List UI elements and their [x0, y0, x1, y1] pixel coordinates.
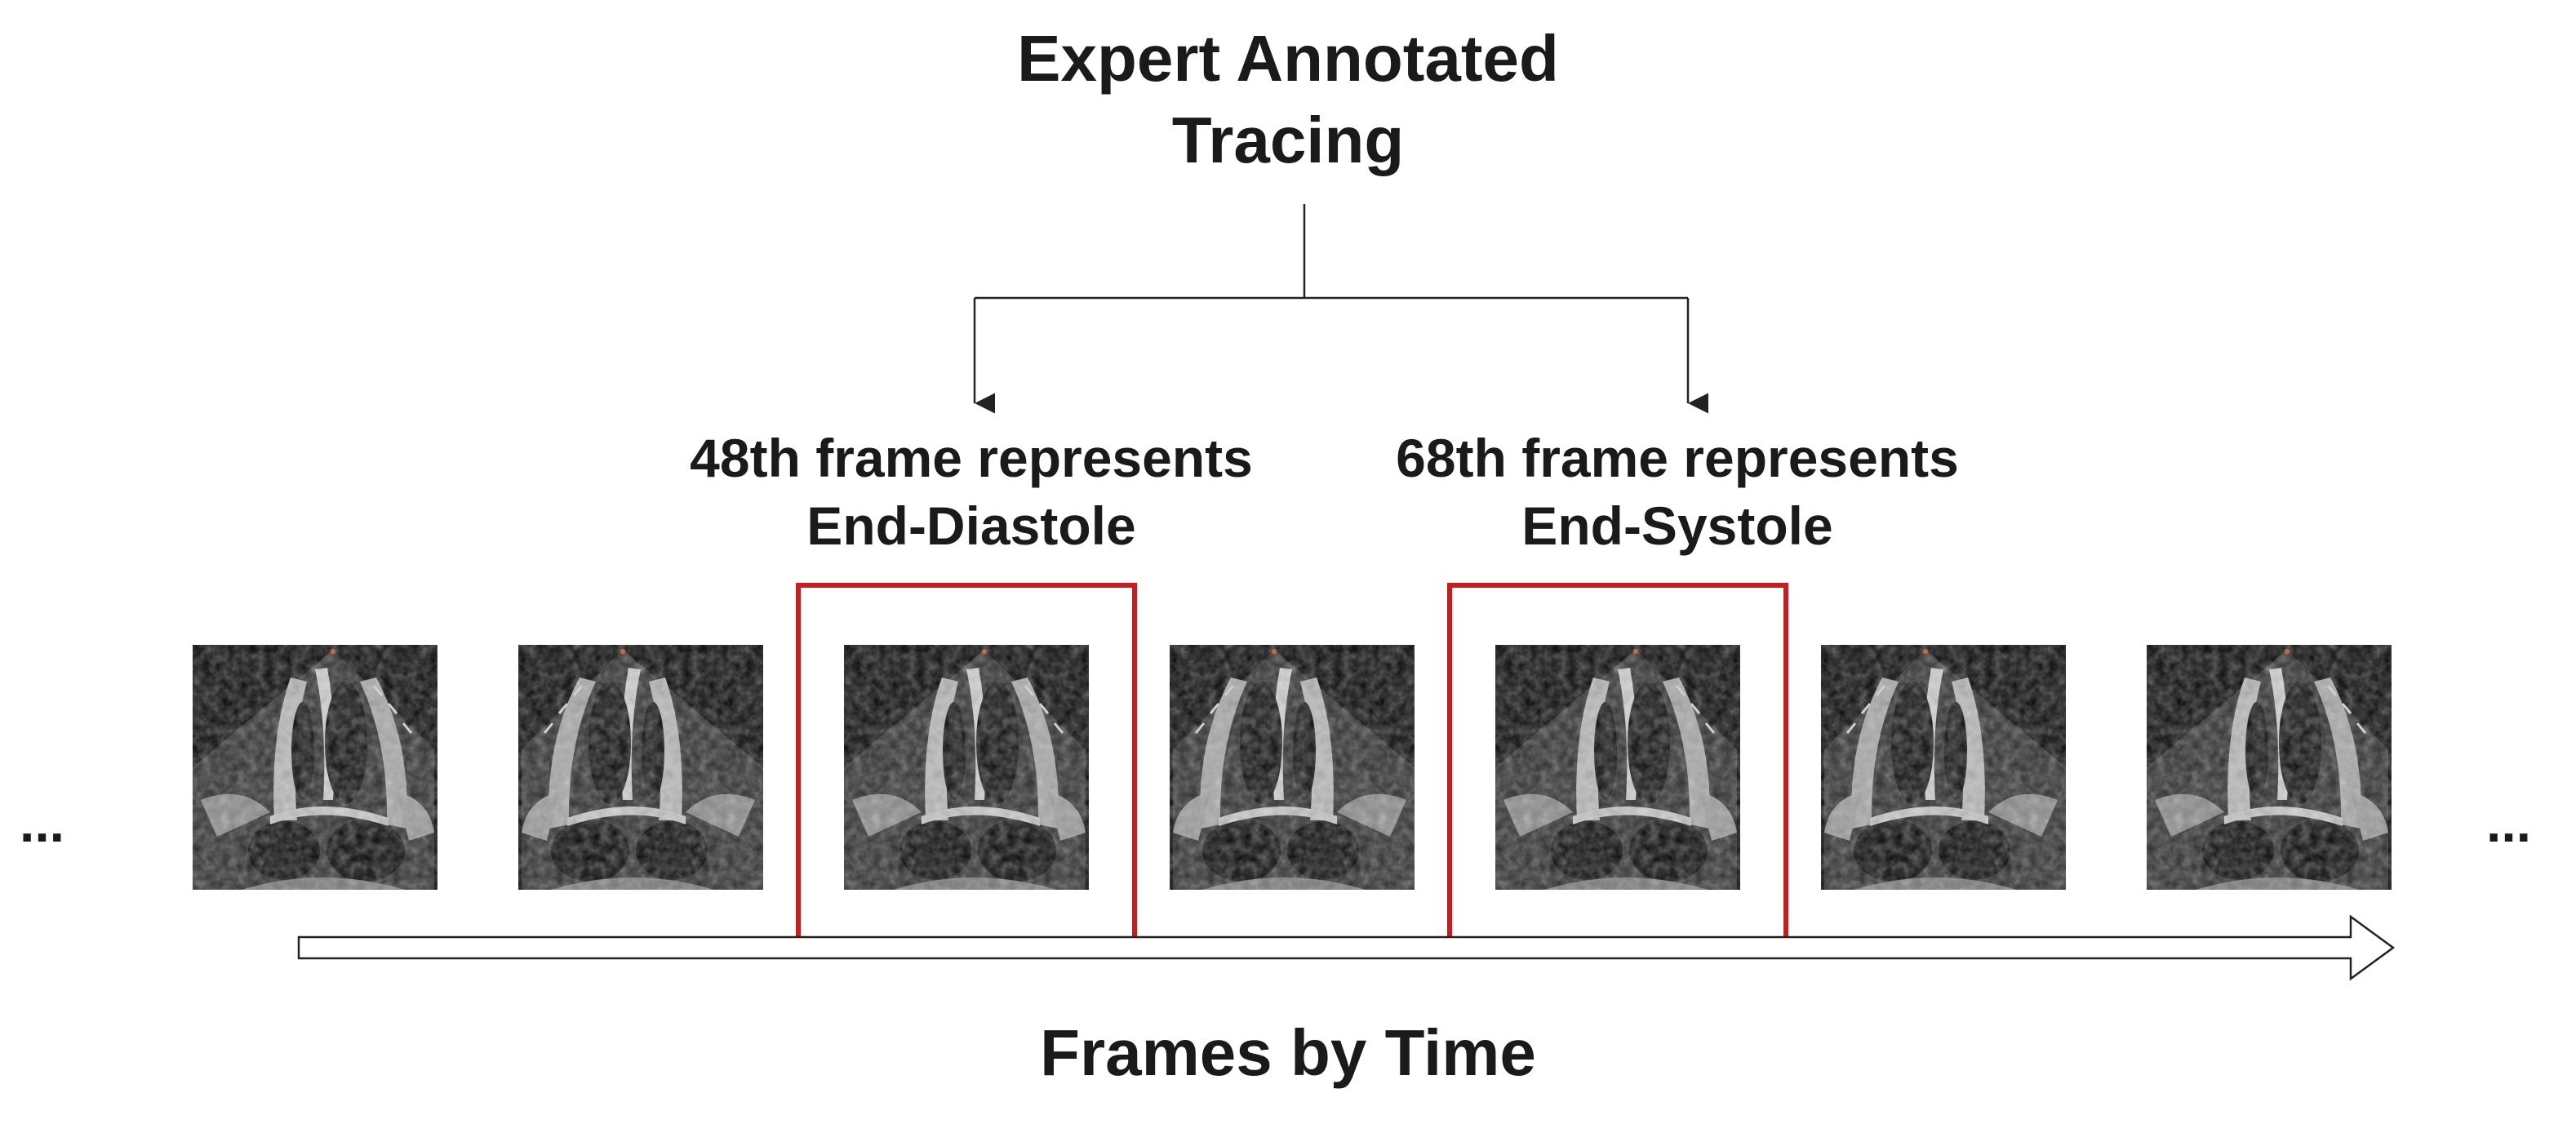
end-systole-label: 68th frame represents End-Systole [1396, 428, 1959, 556]
echo-frame [193, 645, 437, 890]
annotation-connector [973, 204, 1708, 414]
echo-frame [2147, 645, 2392, 890]
echo-frame [796, 583, 1137, 944]
echo-frame [1170, 645, 1415, 890]
echo-frame [518, 645, 763, 890]
time-axis-label: Frames by Time [1040, 1016, 1536, 1089]
echo-frame [1821, 645, 2066, 890]
time-arrow [297, 914, 2396, 981]
diagram-title: Expert Annotated Tracing [1017, 22, 1559, 176]
ellipsis-right: ... [2486, 793, 2532, 853]
ellipsis-left: ... [20, 793, 65, 853]
echo-frame [1447, 583, 1788, 944]
end-diastole-label: 48th frame represents End-Diastole [690, 428, 1253, 556]
frame-sequence [193, 583, 2392, 944]
